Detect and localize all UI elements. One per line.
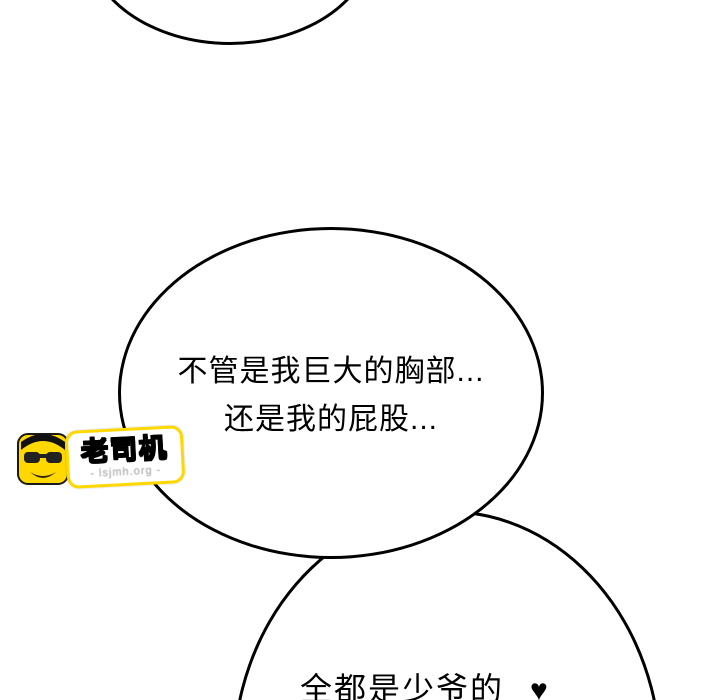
- heart-icon: ♥: [530, 674, 550, 700]
- watermark-bubble: 老司机 - lsjmh.org -: [64, 424, 186, 490]
- driver-face-icon: [17, 433, 69, 485]
- speech-text-middle: 不管是我巨大的胸部... 还是我的屁股...: [121, 348, 541, 444]
- speech-text-bottom-line: 全都是少爷的: [300, 671, 505, 700]
- speech-text-middle-line2: 还是我的屁股...: [223, 403, 438, 436]
- speech-text-bottom: 全都是少爷的 ♥: [300, 664, 550, 700]
- speech-text-middle-line1: 不管是我巨大的胸部...: [177, 355, 485, 388]
- watermark-brand-text: 老司机: [80, 432, 170, 468]
- watermark-logo: 老司机 - lsjmh.org -: [16, 424, 186, 490]
- speech-bubble-middle: 不管是我巨大的胸部... 还是我的屁股...: [118, 227, 544, 559]
- speech-bubble-top: [85, 0, 375, 45]
